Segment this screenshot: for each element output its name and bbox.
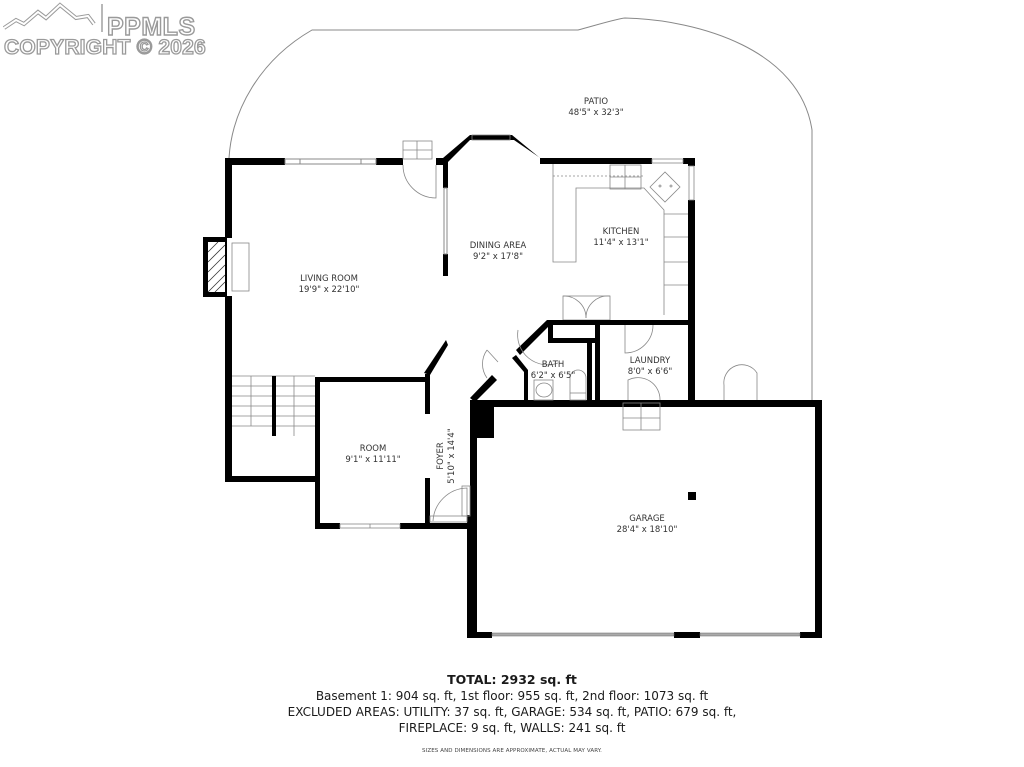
- room-window: [339, 523, 401, 529]
- room-foyer-walls: [315, 340, 474, 638]
- room-name: GARAGE: [629, 514, 665, 524]
- bath-fixtures: [517, 329, 587, 401]
- excluded-areas-line-2: FIREPLACE: 9 sq. ft, WALLS: 241 sq. ft: [398, 721, 626, 735]
- foyer-front-door: [429, 487, 468, 523]
- logo-brand: PPMLS: [106, 12, 196, 41]
- foyer-garage-jamb: [461, 485, 471, 517]
- room-dimensions: 9'2" x 17'8": [473, 252, 523, 262]
- room-dimensions: 8'0" x 6'6": [627, 367, 673, 377]
- fireplace-icon: [203, 237, 250, 297]
- room-label-kitchen: KITCHEN 11'4" x 13'1": [593, 227, 648, 249]
- kitchen-windows: [651, 158, 695, 201]
- total-area: TOTAL: 2932 sq. ft: [447, 672, 577, 687]
- room-dimensions: 28'4" x 18'10": [616, 525, 678, 535]
- back-door: [402, 140, 437, 199]
- partition-window: [443, 187, 448, 255]
- room-label-dining-area: DINING AREA 9'2" x 17'8": [470, 241, 526, 263]
- living-room-window: [284, 158, 377, 165]
- room-dimensions: 6'2" x 6'5": [530, 371, 576, 381]
- room-label-garage: GARAGE 28'4" x 18'10": [617, 514, 678, 536]
- garage-post: [688, 492, 696, 500]
- disclaimer: SIZES AND DIMENSIONS ARE APPROXIMATE, AC…: [422, 748, 602, 754]
- mountain-logo-icon: [2, 2, 103, 32]
- room-label-laundry: LAUNDRY 8'0" x 6'6": [628, 356, 673, 378]
- room-dimensions: 48'5" x 32'3": [568, 108, 624, 118]
- bay-window: [443, 134, 546, 162]
- kitchen-counters: [552, 164, 688, 315]
- bath-door: [482, 349, 499, 379]
- pantry-doors: [562, 295, 611, 321]
- garage-door: [491, 632, 801, 637]
- excluded-areas-line-1: EXCLUDED AREAS: UTILITY: 37 sq. ft, GARA…: [287, 705, 737, 719]
- stove-icon: [609, 164, 642, 190]
- room-label-living-room: LIVING ROOM 19'9" x 22'10": [299, 274, 360, 296]
- room-name: ROOM: [359, 444, 387, 454]
- living-room-walls: [225, 158, 448, 482]
- room-dimensions: 9'1" x 11'11": [345, 455, 401, 465]
- room-name: LIVING ROOM: [300, 274, 358, 284]
- patio-outline: [228, 17, 813, 404]
- ppmls-logo: PPMLS COPYRIGHT © 2026: [2, 2, 212, 62]
- room-dimensions: 11'4" x 13'1": [593, 238, 649, 248]
- stair-divider: [272, 376, 276, 436]
- room-label-patio: PATIO 48'5" x 32'3": [568, 97, 623, 119]
- logo-copyright: COPYRIGHT © 2026: [3, 35, 206, 59]
- room-dimensions: 5'10" x 14'4": [447, 428, 457, 484]
- room-label-foyer: FOYER 5'10" x 14'4": [436, 423, 458, 489]
- sink-icon: [649, 171, 681, 203]
- room-name: FOYER: [436, 442, 446, 470]
- area-summary: TOTAL: 2932 sq. ft Basement 1: 904 sq. f…: [0, 672, 1024, 755]
- garage-side-door: [723, 364, 758, 400]
- room-name: DINING AREA: [469, 241, 527, 251]
- room-name: BATH: [541, 360, 565, 370]
- room-name: KITCHEN: [602, 227, 640, 237]
- room-label-bath: BATH 6'2" x 6'5": [531, 360, 576, 382]
- room-label-room: ROOM 9'1" x 11'11": [345, 444, 400, 466]
- room-name: PATIO: [583, 97, 609, 107]
- room-name: LAUNDRY: [629, 356, 671, 366]
- floor-areas: Basement 1: 904 sq. ft, 1st floor: 955 s…: [315, 689, 709, 703]
- room-dimensions: 19'9" x 22'10": [298, 285, 360, 295]
- kitchen-walls: [540, 158, 695, 405]
- laundry-doors: [622, 324, 661, 431]
